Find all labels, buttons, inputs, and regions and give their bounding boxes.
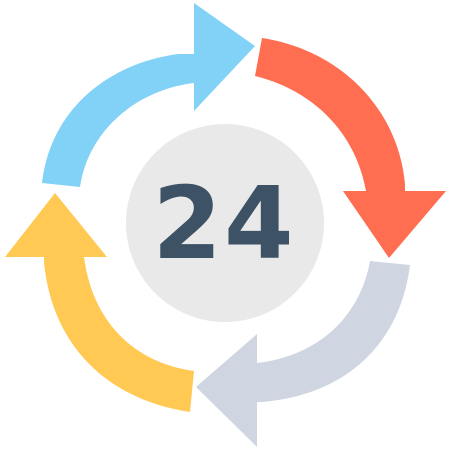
arrow-top-left-icon	[42, 3, 255, 187]
arrow-top-right-icon	[255, 38, 446, 258]
center-label-24: 24	[152, 165, 295, 282]
arrow-bottom-left-icon	[5, 193, 194, 412]
center-disc	[126, 124, 324, 322]
arrow-bottom-right-icon	[196, 261, 410, 447]
